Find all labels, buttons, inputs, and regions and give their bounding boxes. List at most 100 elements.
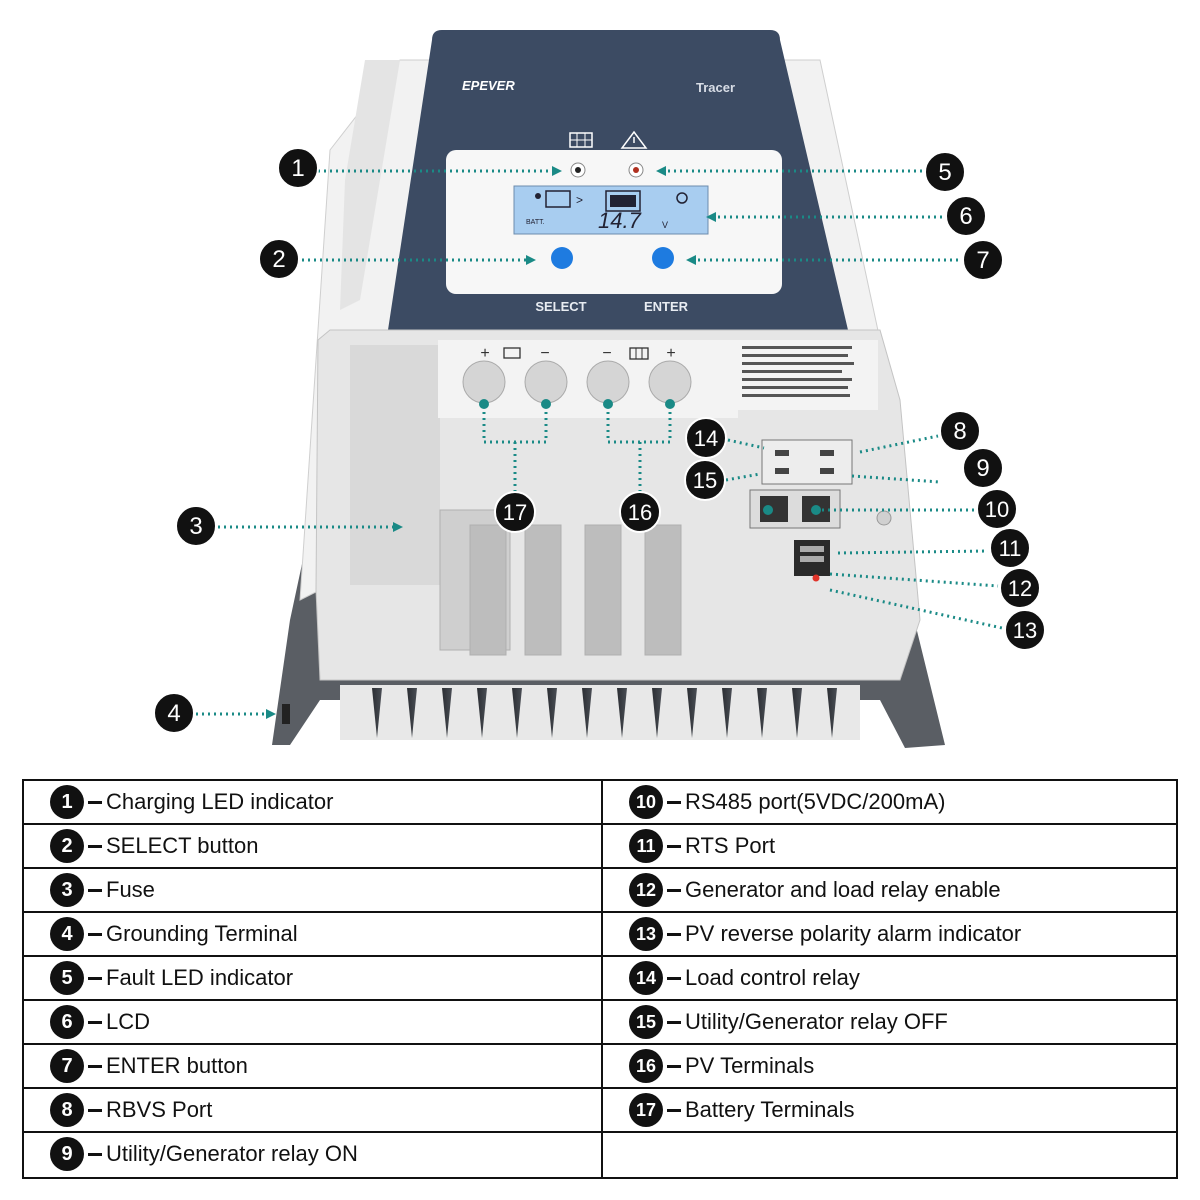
legend-label: Fuse [106, 877, 155, 902]
charge-controller-diagram: EPEVER Tracer > [153, 30, 1046, 748]
callout-number: 7 [976, 247, 989, 274]
callout-2: 2 [258, 238, 300, 280]
leader-dots [266, 166, 821, 719]
pv-positive-terminal [648, 360, 692, 404]
enter-button[interactable] [652, 247, 674, 269]
legend-dash [667, 1108, 681, 1112]
legend-label: LCD [106, 1009, 151, 1034]
pv-negative-terminal [586, 360, 630, 404]
callout-4: 4 [153, 692, 195, 734]
grounding-screw [282, 704, 290, 724]
heatsink-fin [687, 688, 697, 738]
battery-positive-terminal [462, 360, 506, 404]
legend-dash [88, 800, 102, 804]
battery-plus-sign: + [480, 345, 489, 362]
battery-icon [503, 347, 521, 359]
legend-label: RS485 port(5VDC/200mA) [685, 789, 946, 814]
callout-11: 11 [989, 527, 1031, 569]
legend-dash [88, 1064, 102, 1068]
legend-dash [667, 976, 681, 980]
callout-number: 14 [694, 426, 718, 451]
callout-1: 1 [277, 147, 319, 189]
legend-row: 8 RBVS Port 17 Battery Terminals [24, 1089, 1176, 1133]
callout-15: 15 [684, 459, 726, 501]
legend-number: 10 [629, 785, 663, 819]
legend-number: 9 [50, 1137, 84, 1171]
legend-number: 3 [50, 873, 84, 907]
callout-17: 17 [494, 491, 536, 533]
alarm-led [812, 574, 820, 582]
callout-8: 8 [939, 410, 981, 452]
legend-dash [88, 976, 102, 980]
leader-lines [196, 169, 1003, 716]
callout-16: 16 [619, 491, 661, 533]
legend-label: RTS Port [685, 833, 776, 858]
legend-item-8: 8 RBVS Port [24, 1089, 212, 1131]
legend-label: Fault LED indicator [106, 965, 294, 990]
heatsink-fin [372, 688, 382, 738]
legend-dash [667, 800, 681, 804]
legend-item-2: 2 SELECT button [24, 825, 258, 867]
legend-label: SELECT button [106, 833, 259, 858]
legend-number: 8 [50, 1093, 84, 1127]
heatsink-fin [827, 688, 837, 738]
terminal-housing: + − − + [315, 329, 921, 681]
heatsink-fin [757, 688, 767, 738]
callout-12: 12 [999, 567, 1041, 609]
callout-number: 9 [976, 455, 989, 482]
callout-10: 10 [976, 488, 1018, 530]
legend-label: ENTER button [106, 1053, 248, 1078]
callout-7: 7 [962, 239, 1004, 281]
lcd-unit: V [662, 220, 668, 230]
callout-number: 4 [167, 700, 180, 727]
legend-dash [667, 932, 681, 936]
lcd-bulb-icon [676, 192, 688, 204]
legend-number: 12 [629, 873, 663, 907]
legend-item-3: 3 Fuse [24, 869, 155, 911]
legend-label: Battery Terminals [685, 1097, 855, 1122]
callout-number: 5 [938, 159, 951, 186]
battery-minus-sign: − [540, 345, 549, 362]
lcd-battery-icon [605, 190, 641, 212]
legend-dash [88, 1152, 102, 1156]
callout-number: 15 [693, 468, 717, 493]
enter-label: ENTER [644, 299, 689, 314]
legend-dash [88, 844, 102, 848]
pv-panel-icon [629, 347, 649, 360]
legend-number: 2 [50, 829, 84, 863]
legend-column-divider [601, 781, 603, 1177]
legend-number: 16 [629, 1049, 663, 1083]
legend-dash [88, 888, 102, 892]
legend-label: RBVS Port [106, 1097, 213, 1122]
legend-label: Charging LED indicator [106, 789, 334, 814]
callout-number: 1 [291, 155, 304, 182]
lcd-voltage: 14.7 [598, 208, 642, 233]
battery-negative-terminal [524, 360, 568, 404]
legend-number: 6 [50, 1005, 84, 1039]
front-panel: EPEVER Tracer > [388, 30, 848, 330]
callout-number: 3 [189, 513, 202, 540]
lcd-sun-icon: > [535, 190, 583, 208]
select-button[interactable] [551, 247, 573, 269]
callout-13: 13 [1004, 609, 1046, 651]
legend-label: Generator and load relay enable [685, 877, 1001, 902]
legend-number: 17 [629, 1093, 663, 1127]
warning-icon [620, 130, 648, 149]
callout-number: 2 [272, 246, 285, 273]
legend-number: 13 [629, 917, 663, 951]
legend-dash [88, 1020, 102, 1024]
callout-number: 8 [953, 418, 966, 445]
